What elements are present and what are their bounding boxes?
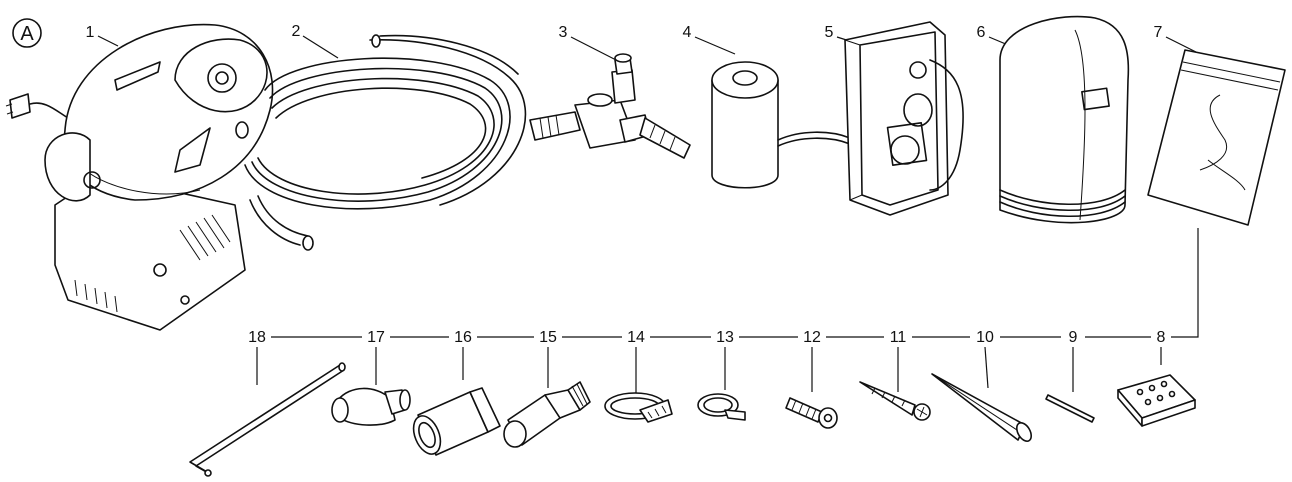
pin-icon (1045, 394, 1095, 423)
part-label-1: 1 (86, 24, 95, 41)
hose-barb-adapter-icon (503, 381, 591, 448)
part-label-16: 16 (454, 329, 472, 346)
part-label-5: 5 (825, 24, 834, 41)
part-label-8: 8 (1157, 329, 1166, 346)
cover-housing-icon (999, 15, 1130, 224)
ground-stake-icon (931, 373, 1033, 442)
part-label-10: 10 (976, 329, 994, 346)
wood-screw-icon (859, 381, 931, 421)
figure-badge-circle (12, 18, 42, 48)
tee-fitting-icon (529, 53, 691, 159)
pump-unit-icon (5, 23, 274, 331)
hex-key-icon (189, 362, 346, 477)
leader-3 (570, 36, 621, 63)
machine-screw-icon (785, 397, 838, 429)
electrical-junction-box-icon (777, 21, 964, 216)
part-label-11: 11 (890, 329, 907, 346)
part-label-15: 15 (539, 329, 557, 346)
hose-clamp-icon (604, 392, 673, 423)
part-label-6: 6 (977, 24, 986, 41)
leader-2 (302, 35, 339, 59)
small-hose-clamp-icon (697, 393, 746, 421)
part-label-14: 14 (627, 329, 645, 346)
small-parts-bracket (271, 228, 1199, 338)
part-label-7: 7 (1154, 24, 1163, 41)
leader-7 (1165, 36, 1197, 53)
part-labels: 1 2 3 4 5 6 7 8 9 10 11 12 13 14 15 16 1… (86, 23, 1166, 346)
leader-1 (97, 35, 119, 47)
part-label-12: 12 (803, 329, 821, 346)
elbow-fitting-icon (331, 387, 411, 426)
leader-4 (694, 36, 736, 55)
part-label-17: 17 (367, 329, 385, 346)
part-label-2: 2 (292, 23, 301, 40)
bottom-leader-lines (256, 346, 1162, 394)
hardware-bag-icon (1147, 49, 1286, 226)
part-label-13: 13 (716, 329, 734, 346)
coiled-tubing-icon (244, 34, 527, 251)
terminal-connector-icon (1117, 374, 1196, 427)
hose-coupling-icon (412, 387, 501, 456)
part-label-18: 18 (248, 329, 266, 346)
part-label-9: 9 (1069, 329, 1078, 346)
part-label-4: 4 (683, 24, 692, 41)
ferrite-sleeve-icon (711, 61, 779, 189)
figure-badge-letter: A (20, 23, 34, 45)
figure-badge: A (12, 18, 42, 48)
part-label-3: 3 (559, 24, 568, 41)
